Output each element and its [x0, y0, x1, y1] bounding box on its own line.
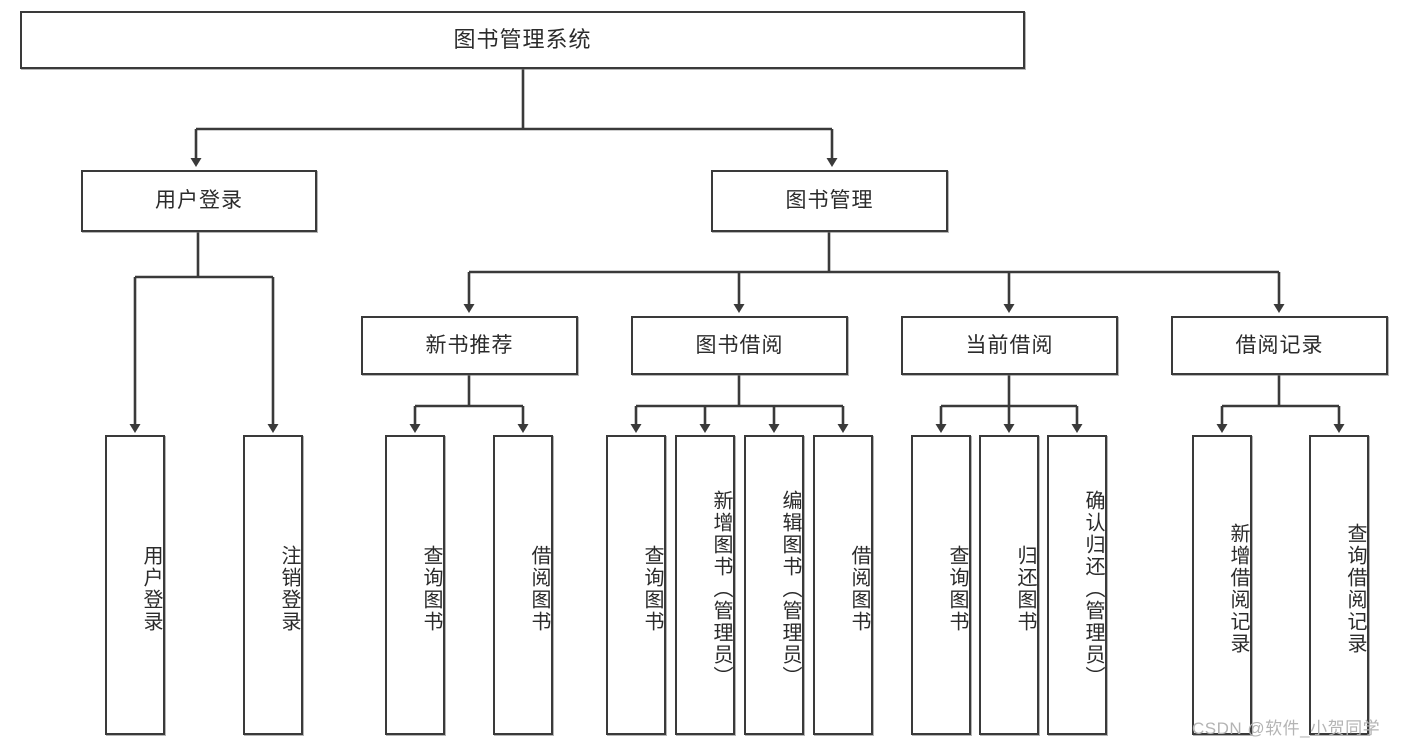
- node-book-management-label: 图书管理: [785, 189, 874, 213]
- node-book-management[interactable]: 图书管理: [711, 170, 948, 232]
- leaf-borrow-book-recommend[interactable]: 借阅图书: [493, 435, 553, 735]
- leaf-query-borrow-record[interactable]: 查询借阅记录: [1309, 435, 1369, 735]
- leaf-add-borrow-record-label: 新增借阅记录: [1227, 523, 1249, 655]
- leaf-user-login[interactable]: 用户登录: [105, 435, 165, 735]
- leaf-query-book-borrow-label: 查询图书: [641, 545, 663, 633]
- node-current-borrow-label: 当前借阅: [965, 333, 1054, 357]
- node-borrow-record-label: 借阅记录: [1235, 333, 1324, 357]
- leaf-add-book-admin-label: 新增图书（管理员）: [710, 490, 732, 688]
- leaf-logout-login[interactable]: 注销登录: [243, 435, 303, 735]
- node-current-borrow[interactable]: 当前借阅: [901, 316, 1118, 375]
- leaf-borrow-book-label: 借阅图书: [848, 545, 870, 633]
- leaf-query-book-recommend[interactable]: 查询图书: [385, 435, 445, 735]
- leaf-query-book-current-label: 查询图书: [946, 545, 968, 633]
- node-root-label: 图书管理系统: [453, 26, 592, 52]
- leaf-user-login-label: 用户登录: [140, 545, 162, 633]
- leaf-logout-login-label: 注销登录: [278, 545, 300, 633]
- leaf-confirm-return-admin[interactable]: 确认归还（管理员）: [1047, 435, 1107, 735]
- leaf-add-borrow-record[interactable]: 新增借阅记录: [1192, 435, 1252, 735]
- leaf-query-book-current[interactable]: 查询图书: [911, 435, 971, 735]
- node-book-borrow[interactable]: 图书借阅: [631, 316, 848, 375]
- node-new-book-recommend-label: 新书推荐: [425, 333, 514, 357]
- csdn-watermark: CSDN @软件_小贺同学: [1192, 719, 1381, 738]
- leaf-return-book[interactable]: 归还图书: [979, 435, 1039, 735]
- leaf-edit-book-admin-label: 编辑图书（管理员）: [779, 490, 801, 688]
- leaf-add-book-admin[interactable]: 新增图书（管理员）: [675, 435, 735, 735]
- leaf-query-borrow-record-label: 查询借阅记录: [1344, 523, 1366, 655]
- leaf-borrow-book-recommend-label: 借阅图书: [528, 545, 550, 633]
- leaf-query-book-borrow[interactable]: 查询图书: [606, 435, 666, 735]
- leaf-return-book-label: 归还图书: [1014, 545, 1036, 633]
- node-user-login-label: 用户登录: [155, 189, 243, 213]
- leaf-confirm-return-admin-label: 确认归还（管理员）: [1082, 490, 1104, 688]
- leaf-borrow-book[interactable]: 借阅图书: [813, 435, 873, 735]
- node-user-login[interactable]: 用户登录: [81, 170, 317, 232]
- leaf-edit-book-admin[interactable]: 编辑图书（管理员）: [744, 435, 804, 735]
- node-borrow-record[interactable]: 借阅记录: [1171, 316, 1388, 375]
- node-new-book-recommend[interactable]: 新书推荐: [361, 316, 578, 375]
- node-root[interactable]: 图书管理系统: [20, 11, 1025, 69]
- leaf-query-book-recommend-label: 查询图书: [420, 545, 442, 633]
- node-book-borrow-label: 图书借阅: [695, 333, 784, 357]
